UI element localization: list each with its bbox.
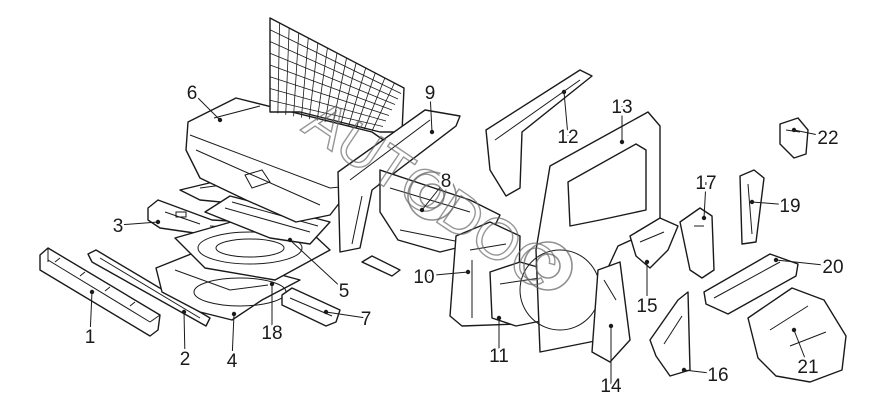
part-7-rear-sill[interactable] bbox=[281, 287, 341, 327]
callout-leader-4 bbox=[231, 313, 235, 361]
part-20-sill-panel[interactable] bbox=[703, 253, 799, 315]
callout-dot-6 bbox=[217, 117, 223, 123]
callout-number-4[interactable]: 4 bbox=[224, 349, 240, 375]
callout-dot-10 bbox=[465, 269, 471, 275]
callout-number-14[interactable]: 14 bbox=[598, 374, 625, 400]
callout-leader-6 bbox=[191, 91, 221, 121]
callout-dot-13 bbox=[619, 139, 625, 145]
callout-dot-8 bbox=[419, 207, 425, 213]
callout-number-22[interactable]: 22 bbox=[815, 126, 841, 152]
callout-leader-7 bbox=[325, 311, 367, 319]
callout-leader-22 bbox=[793, 129, 829, 138]
callout-number-17[interactable]: 17 bbox=[693, 171, 719, 197]
grille-mesh-line bbox=[269, 52, 396, 105]
callout-dot-18 bbox=[269, 281, 275, 287]
callout-dot-15 bbox=[644, 259, 650, 265]
callout-dot-5 bbox=[287, 237, 293, 243]
callout-dot-16 bbox=[681, 367, 687, 373]
part-5-floor-panel[interactable] bbox=[204, 195, 331, 245]
part-22-corner-bracket[interactable] bbox=[779, 117, 809, 159]
callout-dot-3 bbox=[155, 219, 161, 225]
callout-leader-2 bbox=[183, 311, 186, 359]
callout-dot-21 bbox=[791, 327, 797, 333]
grille-mesh-line bbox=[269, 99, 384, 127]
callout-number-15[interactable]: 15 bbox=[634, 294, 660, 320]
cargo-partition-grille bbox=[269, 17, 405, 133]
callout-number-10[interactable]: 10 bbox=[411, 265, 437, 291]
callout-number-7[interactable]: 7 bbox=[358, 307, 374, 333]
callout-leader-5 bbox=[289, 239, 345, 291]
callout-number-3[interactable]: 3 bbox=[110, 214, 126, 240]
callout-number-1[interactable]: 1 bbox=[82, 325, 98, 351]
callout-number-8[interactable]: 8 bbox=[438, 169, 454, 195]
callout-leader-1 bbox=[89, 291, 93, 337]
callout-dot-2 bbox=[181, 309, 187, 315]
part-16-lower-pillar[interactable] bbox=[649, 291, 691, 377]
callout-leader-8 bbox=[421, 179, 447, 211]
callout-number-9[interactable]: 9 bbox=[422, 81, 438, 107]
grille-mesh-line bbox=[269, 88, 387, 122]
part-17-reinforcement[interactable] bbox=[679, 207, 715, 279]
callout-leader-12 bbox=[563, 91, 569, 137]
callout-number-21[interactable]: 21 bbox=[795, 355, 821, 381]
callout-dot-14 bbox=[608, 323, 614, 329]
grille-mesh-line bbox=[269, 64, 393, 111]
callout-number-16[interactable]: 16 bbox=[705, 363, 731, 389]
part-21-wheel-arch-liner[interactable] bbox=[747, 287, 847, 383]
callout-leader-3 bbox=[117, 221, 159, 226]
callout-number-20[interactable]: 20 bbox=[820, 255, 846, 281]
callout-dot-20 bbox=[773, 257, 779, 263]
part-14-small-pillar[interactable] bbox=[591, 261, 631, 363]
callout-leader-21 bbox=[793, 329, 809, 367]
callout-dot-17 bbox=[701, 215, 707, 221]
callout-dot-19 bbox=[749, 199, 755, 205]
callout-leader-9 bbox=[429, 91, 433, 133]
callout-number-11[interactable]: 11 bbox=[487, 344, 512, 370]
callout-number-18[interactable]: 18 bbox=[259, 321, 285, 347]
grille-mesh-line bbox=[269, 76, 390, 116]
callout-dot-22 bbox=[791, 127, 797, 133]
part-13-side-panel-outer[interactable] bbox=[519, 111, 661, 353]
small-bracket bbox=[361, 255, 401, 277]
part-19-vertical-brace[interactable] bbox=[739, 169, 765, 245]
callout-leader-20 bbox=[775, 259, 834, 267]
callout-number-13[interactable]: 13 bbox=[609, 95, 635, 121]
callout-dot-1 bbox=[89, 289, 95, 295]
callout-leader-10 bbox=[423, 271, 469, 277]
callout-number-12[interactable]: 12 bbox=[555, 125, 581, 151]
callout-dot-9 bbox=[429, 129, 435, 135]
grille-mesh-line bbox=[269, 41, 399, 100]
grille-mesh-line bbox=[269, 29, 402, 94]
callout-dot-4 bbox=[231, 311, 237, 317]
callout-dot-11 bbox=[496, 315, 502, 321]
callout-leader-16 bbox=[683, 369, 719, 375]
callout-leader-19 bbox=[751, 201, 791, 206]
part-12-roof-rail[interactable] bbox=[485, 69, 593, 197]
callout-number-19[interactable]: 19 bbox=[777, 194, 803, 220]
callout-number-5[interactable]: 5 bbox=[336, 279, 352, 305]
callout-dot-12 bbox=[561, 89, 567, 95]
callout-dot-7 bbox=[323, 309, 329, 315]
callout-number-2[interactable]: 2 bbox=[177, 347, 193, 373]
callout-leader-17 bbox=[703, 181, 707, 219]
part-15-bracket[interactable] bbox=[629, 217, 679, 269]
callout-number-6[interactable]: 6 bbox=[184, 81, 200, 107]
part-1-cross-member[interactable] bbox=[39, 247, 161, 337]
part-2-rail[interactable] bbox=[87, 249, 211, 327]
